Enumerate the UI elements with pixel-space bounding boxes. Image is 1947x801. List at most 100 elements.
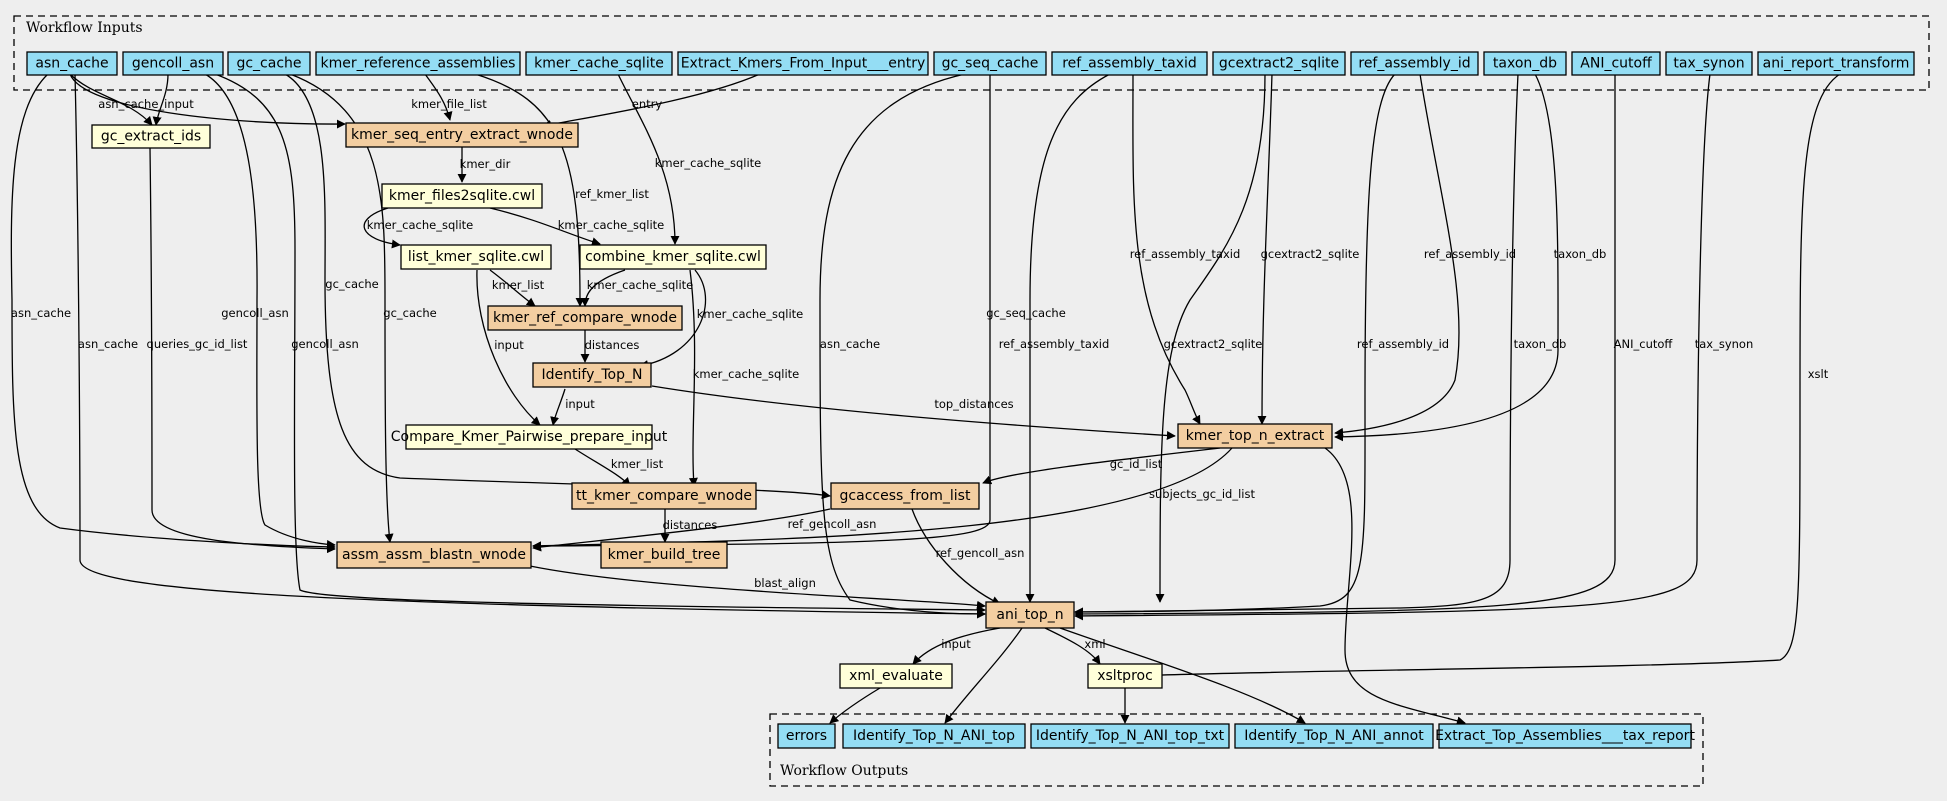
edge-label: xml — [1084, 637, 1105, 651]
input-kmer-reference-assemblies: kmer_reference_assemblies — [315, 51, 521, 76]
edge-combine-to-identify-top-n: kmer_cache_sqlite — [639, 269, 803, 369]
output-identify-top-n-ani-top: Identify_Top_N_ANI_top — [842, 723, 1026, 749]
input-kmer-cache-sqlite: kmer_cache_sqlite — [525, 51, 673, 76]
step-kmer-ref-compare-wnode: kmer_ref_compare_wnode — [487, 305, 683, 331]
edge-label: entry — [632, 97, 663, 111]
node-label: tax_synon — [1673, 56, 1744, 72]
step-gcaccess-from-list: gcaccess_from_list — [830, 482, 980, 510]
edge-gc-seq-cache-to-blastn: gc_seq_cache — [532, 74, 1066, 551]
node-label: Identify_Top_N_ANI_top_txt — [1036, 728, 1225, 744]
edge-label: ref_assembly_id — [1424, 247, 1516, 261]
edge-label: ref_assembly_id — [1357, 337, 1449, 351]
input-tax-synon: tax_synon — [1665, 51, 1753, 76]
step-tt-kmer-compare-wnode: tt_kmer_compare_wnode — [571, 482, 757, 510]
output-extract-top-assemblies-tax-report: Extract_Top_Assemblies___tax_report — [1435, 723, 1695, 749]
edge-asn-cache-to-gc-extract-ids: asn_cache_input — [69, 73, 194, 126]
node-label: combine_kmer_sqlite.cwl — [585, 249, 761, 265]
edge-files2sqlite-to-list: kmer_cache_sqlite — [363, 207, 473, 249]
edge-ani-top-n-to-ani-annot — [1059, 627, 1306, 724]
node-label: Extract_Top_Assemblies___tax_report — [1435, 728, 1695, 744]
edge-ani-cutoff-to-ani-top-n: ANI_cutoff — [1074, 74, 1673, 619]
node-label: kmer_cache_sqlite — [534, 56, 664, 72]
step-gc-extract-ids: gc_extract_ids — [91, 124, 211, 149]
edge-label: ref_gencoll_asn — [936, 546, 1025, 560]
edge-kmer-top-n-extract-to-tax-report — [1324, 447, 1466, 726]
step-compare-kmer-pairwise-prepare-input: Compare_Kmer_Pairwise_prepare_input — [391, 424, 668, 450]
edge-ref-assembly-id-to-kmer-top-n-extract: ref_assembly_id — [1334, 73, 1516, 437]
edge-taxid-to-kmer-top-n-extract: ref_assembly_taxid — [1130, 73, 1240, 425]
edge-gc-extract-ids-to-blastn: queries_gc_id_list — [147, 147, 336, 554]
edge-label: blast_align — [754, 576, 816, 590]
input-gc-cache: gc_cache — [227, 51, 311, 76]
edge-kmer-reference-to-kmer-seq-entry: kmer_file_list — [411, 73, 487, 121]
workflow-inputs-cluster: Workflow Inputs — [13, 15, 1930, 91]
step-assm-assm-blastn-wnode: assm_assm_blastn_wnode — [336, 541, 532, 569]
output-identify-top-n-ani-top-txt: Identify_Top_N_ANI_top_txt — [1030, 723, 1230, 749]
node-label: xml_evaluate — [849, 668, 943, 684]
node-label: tt_kmer_compare_wnode — [576, 488, 752, 504]
node-label: asn_cache — [35, 56, 108, 72]
edge-kmer-reference-to-kmer-ref-compare: ref_kmer_list — [474, 73, 649, 307]
edge-label: asn_cache — [78, 337, 138, 351]
node-label: xsltproc — [1097, 668, 1153, 684]
edge-label: kmer_cache_sqlite — [558, 218, 665, 232]
edge-label: kmer_cache_sqlite — [655, 156, 762, 170]
step-list-kmer-sqlite: list_kmer_sqlite.cwl — [400, 244, 552, 270]
edge-kmer-top-n-extract-to-gcaccess: gc_id_list — [982, 447, 1221, 485]
step-identify-top-n: Identify_Top_N — [532, 362, 652, 388]
node-label: gc_seq_cache — [942, 56, 1039, 72]
edge-label: taxon_db — [1554, 247, 1607, 261]
node-label: ANI_cutoff — [1580, 56, 1652, 72]
edge-combine-to-kmer-ref-compare: kmer_cache_sqlite — [580, 269, 694, 307]
edge-gcaccess-to-blastn: ref_gencoll_asn — [532, 508, 876, 552]
edge-label: ref_kmer_list — [575, 187, 649, 201]
step-kmer-seq-entry-extract-wnode: kmer_seq_entry_extract_wnode — [345, 122, 579, 148]
edge-gencoll-asn-to-gc-extract-ids — [152, 73, 169, 126]
input-gc-seq-cache: gc_seq_cache — [933, 51, 1047, 76]
edge-asn-cache-to-kmer-seq-entry — [69, 73, 346, 129]
edge-ani-top-n-to-xsltproc: xml — [1044, 627, 1106, 665]
node-label: taxon_db — [1493, 56, 1557, 72]
node-label: gc_extract_ids — [101, 129, 201, 145]
edge-gcextract2-to-ani-top-n: gcextract2_sqlite — [1155, 73, 1266, 603]
step-kmer-build-tree: kmer_build_tree — [600, 541, 728, 569]
node-label: gcaccess_from_list — [840, 488, 971, 504]
input-gcextract2-sqlite: gcextract2_sqlite — [1212, 51, 1346, 76]
step-ani-top-n: ani_top_n — [985, 601, 1075, 629]
edge-kmer-seq-entry-to-files2sqlite: kmer_dir — [457, 146, 511, 183]
edge-compare-pairwise-to-tt-kmer: kmer_list — [574, 448, 664, 487]
edge-list-to-compare-pairwise: input — [476, 269, 541, 426]
edge-label: input — [941, 637, 971, 651]
edge-label: gc_id_list — [1110, 457, 1163, 471]
edge-label: kmer_list — [492, 278, 545, 292]
input-ref-assembly-id: ref_assembly_id — [1350, 51, 1479, 76]
edge-label: gcextract2_sqlite — [1164, 337, 1263, 351]
step-xsltproc: xsltproc — [1087, 663, 1163, 689]
input-asn-cache: asn_cache — [26, 51, 118, 76]
step-kmer-top-n-extract: kmer_top_n_extract — [1177, 423, 1333, 449]
edge-gc-seq-cache-to-ani-top-n: asn_cache — [819, 73, 986, 619]
edge-asn-cache-to-ani-top-n: asn_cache — [74, 73, 986, 619]
edge-label: kmer_cache_sqlite — [693, 367, 800, 381]
input-taxon-db: taxon_db — [1483, 51, 1567, 76]
edge-label: gc_cache — [383, 306, 436, 320]
edge-ani-report-transform-to-xsltproc: xslt — [1129, 73, 1841, 681]
node-label: Identify_Top_N_ANI_annot — [1244, 728, 1424, 744]
edge-label: asn_cache — [11, 306, 71, 320]
output-identify-top-n-ani-annot: Identify_Top_N_ANI_annot — [1234, 723, 1434, 749]
node-label: assm_assm_blastn_wnode — [342, 547, 526, 563]
node-label: Extract_Kmers_From_Input___entry — [681, 56, 926, 72]
input-extract-kmers-entry: Extract_Kmers_From_Input___entry — [677, 51, 929, 76]
edge-taxid-to-ani-top-n: ref_assembly_taxid — [999, 73, 1111, 603]
edge-label: gencoll_asn — [291, 337, 359, 351]
edge-label: kmer_cache_sqlite — [587, 278, 694, 292]
node-label: kmer_top_n_extract — [1186, 428, 1325, 444]
node-label: ref_assembly_taxid — [1062, 56, 1197, 72]
edge-blastn-to-ani-top-n: blast_align — [529, 565, 986, 610]
edge-ani-top-n-to-ani-top — [944, 627, 1023, 724]
edge-gencoll-asn-to-ani-top-n: gencoll_asn — [214, 73, 986, 615]
edge-label: xslt — [1808, 367, 1829, 381]
edge-gc-cache-to-blastn: gc_cache — [289, 73, 437, 543]
node-label: kmer_build_tree — [608, 547, 721, 563]
